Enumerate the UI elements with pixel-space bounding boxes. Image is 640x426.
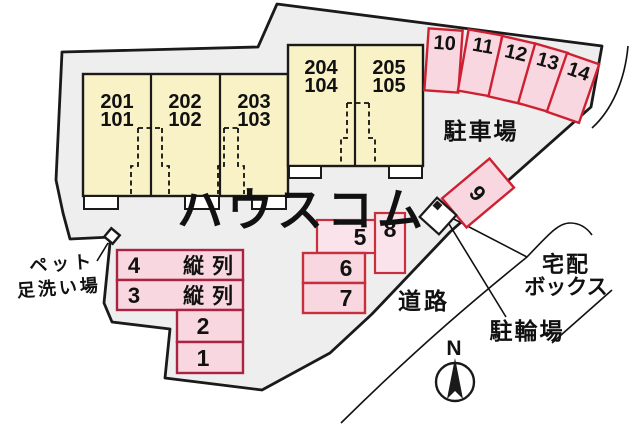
svg-text:1: 1: [197, 345, 210, 371]
unit-label-105: 105: [372, 75, 405, 97]
svg-text:足洗い場: 足洗い場: [16, 274, 101, 301]
road-curve-top-right: [591, 45, 629, 129]
unit-label-103: 103: [237, 109, 270, 131]
parking-space-14: 14: [545, 51, 601, 125]
road-line-bottom-right: [551, 289, 613, 344]
unit-label-101: 101: [100, 109, 133, 131]
svg-text:6: 6: [340, 255, 353, 281]
porch: [184, 195, 220, 210]
compass: N: [434, 337, 476, 403]
unit-label-202: 202: [168, 91, 201, 113]
svg-text:5: 5: [354, 224, 367, 250]
tandem-label: 縦列: [183, 284, 241, 308]
svg-text:7: 7: [340, 285, 353, 311]
parking-space-10: 10: [423, 27, 464, 94]
bicycle-parking-leader: [437, 205, 507, 318]
pet-wash-label: ペット 足洗い場: [16, 252, 101, 301]
svg-text:10: 10: [433, 32, 457, 55]
north-label: N: [446, 337, 461, 360]
svg-text:2: 2: [197, 313, 210, 339]
svg-text:8: 8: [384, 216, 397, 242]
parking-space-2: 2: [175, 308, 245, 344]
tandem-row-3: 3 縦列: [115, 278, 245, 312]
parking-space-8: 8: [373, 211, 407, 275]
porch: [388, 165, 423, 179]
svg-text:11: 11: [471, 34, 496, 59]
unit-label-104: 104: [304, 75, 338, 97]
porch: [251, 195, 287, 210]
delivery-box-icon: [418, 196, 458, 236]
porch: [83, 195, 119, 210]
unit-label-203: 203: [237, 91, 270, 113]
svg-text:3: 3: [128, 283, 140, 308]
tandem-label: 縦列: [183, 254, 241, 278]
stair-dashes: [130, 127, 245, 194]
bicycle-parking-label: 駐輪場: [490, 318, 565, 344]
parking-space-1: 1: [175, 340, 245, 375]
svg-text:ペット: ペット: [29, 252, 96, 277]
parking-lot-label: 駐車場: [444, 118, 519, 144]
building-a: 201 101 202 102 203 103: [81, 72, 290, 210]
delivery-box-label-line2: ボックス: [524, 276, 607, 299]
delivery-box-leader: [447, 215, 528, 258]
compass-needle: [447, 358, 463, 399]
tandem-row-4: 4 縦列: [115, 248, 245, 282]
unit-label-205: 205: [372, 57, 405, 79]
road-label: 道路: [398, 288, 450, 314]
parking-space-7: 7: [301, 281, 367, 315]
parking-space-6: 6: [301, 251, 367, 285]
unit-label-204: 204: [304, 57, 338, 79]
delivery-box-label-line1: 宅配: [542, 252, 590, 277]
watermark: ハウスコム: [177, 184, 427, 236]
unit-label-102: 102: [168, 109, 201, 131]
svg-text:4: 4: [128, 253, 141, 278]
porch: [288, 165, 322, 179]
pet-wash-icon: [96, 226, 122, 262]
building-b: 204 104 205 105: [286, 43, 425, 179]
unit-label-201: 201: [100, 91, 133, 113]
road-line-long: [340, 222, 593, 424]
parking-space-11: 11: [456, 28, 504, 98]
svg-text:12: 12: [503, 40, 530, 66]
stair-dashes: [340, 102, 376, 164]
parking-space-5: 5: [315, 218, 379, 255]
